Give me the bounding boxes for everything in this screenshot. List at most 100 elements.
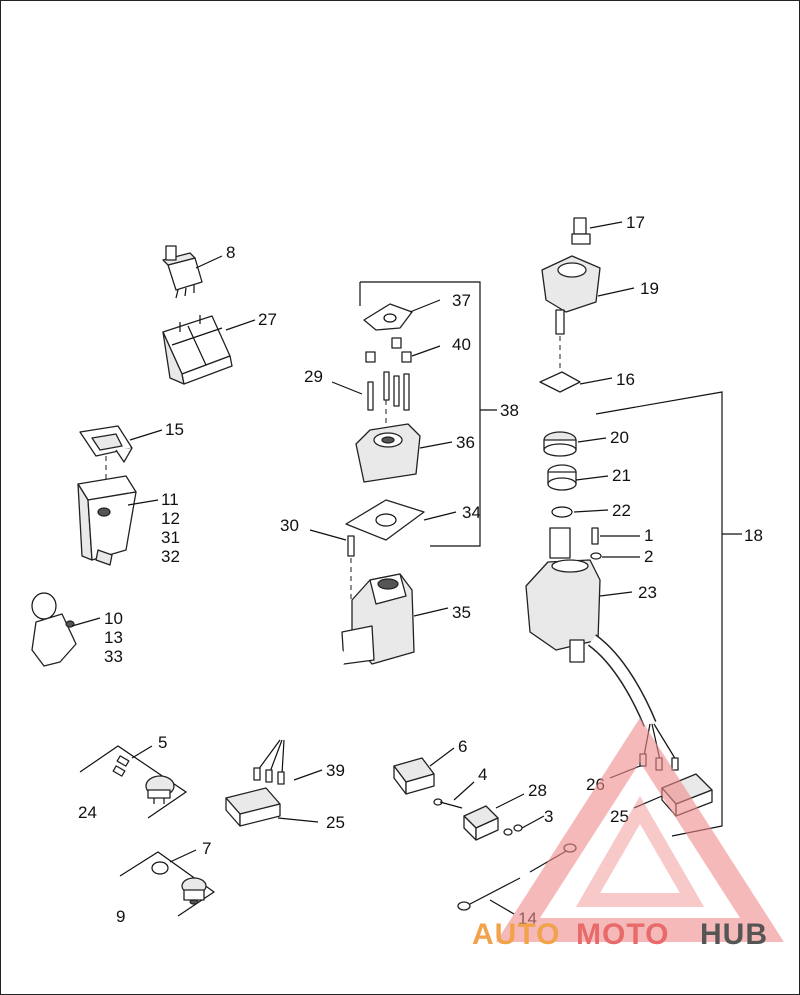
part-25-connector-left — [225, 787, 281, 827]
callout-2: 2 — [644, 547, 653, 566]
leader-14 — [489, 899, 515, 915]
callout-13: 13 — [104, 628, 123, 647]
leader-5 — [131, 745, 153, 759]
leader-19 — [597, 287, 635, 297]
callout-36: 36 — [456, 433, 475, 452]
part-10-key-fob — [31, 592, 77, 667]
leader-30 — [309, 529, 347, 541]
part-6-cover — [393, 757, 435, 795]
callout-1: 1 — [644, 526, 653, 545]
callout-28: 28 — [528, 781, 547, 800]
callout-20: 20 — [610, 428, 629, 447]
callout-3: 3 — [544, 807, 553, 826]
callout-38: 38 — [500, 401, 519, 420]
part-39-harness — [253, 650, 350, 785]
leader-37 — [409, 299, 441, 313]
part-21-ring — [547, 464, 577, 491]
leader-25a — [277, 817, 319, 823]
leader-34 — [423, 511, 457, 521]
part-34-plate — [345, 499, 425, 541]
callout-11: 11 — [161, 490, 179, 509]
part-2-washer — [590, 552, 602, 560]
callout-31: 31 — [161, 528, 180, 547]
leader-4 — [453, 781, 475, 801]
leader-7 — [169, 849, 197, 863]
watermark-text-hub: HUB — [700, 918, 768, 951]
part-1-screw — [591, 527, 599, 545]
leader-27 — [225, 319, 256, 331]
callout-4: 4 — [478, 765, 487, 784]
leader-40 — [411, 345, 441, 357]
bracket-38 — [360, 281, 481, 547]
leader-15 — [129, 429, 163, 441]
callout-27: 27 — [258, 310, 277, 329]
watermark-text-auto: AUTO — [472, 918, 560, 951]
part-8-relay — [162, 245, 203, 299]
callout-24: 24 — [78, 803, 97, 822]
callout-22: 22 — [612, 501, 631, 520]
leader-39 — [293, 769, 323, 781]
leader-22 — [573, 509, 609, 513]
leader-6 — [429, 747, 455, 767]
callout-25b: 25 — [610, 807, 629, 826]
part-9-group — [119, 851, 216, 917]
callout-5: 5 — [158, 733, 167, 752]
leader-25b — [633, 795, 663, 809]
callout-18: 18 — [744, 526, 763, 545]
callout-6: 6 — [458, 737, 467, 756]
watermark-text-moto: MOTO — [576, 918, 669, 951]
leader-23 — [599, 591, 633, 597]
part-16-plate — [539, 371, 581, 393]
part-3-screws — [503, 824, 523, 836]
callout-25a: 25 — [326, 813, 345, 832]
part-30-screw — [347, 535, 355, 557]
part-22-washer — [551, 506, 573, 518]
callout-19: 19 — [640, 279, 659, 298]
part-29-screws — [367, 371, 410, 411]
leader-35 — [413, 607, 449, 617]
callout-40: 40 — [452, 335, 471, 354]
callout-32: 32 — [161, 547, 180, 566]
part-4-pin — [433, 798, 463, 809]
part-23-switch — [525, 527, 601, 663]
callout-29: 29 — [304, 367, 323, 386]
part-36-cap — [355, 423, 421, 483]
part-35-switch-housing — [341, 573, 415, 665]
callout-23: 23 — [638, 583, 657, 602]
leader-20 — [577, 437, 607, 443]
leader-8 — [195, 255, 223, 269]
watermark-logo — [496, 717, 784, 942]
leader-11 — [127, 499, 159, 506]
leader-3 — [521, 815, 545, 829]
callout-37: 37 — [452, 291, 471, 310]
leader-16 — [579, 377, 613, 385]
leader-17 — [589, 221, 623, 229]
callout-16: 16 — [616, 370, 635, 389]
part-24-group — [79, 745, 188, 819]
callout-8: 8 — [226, 243, 235, 262]
leader-21 — [575, 475, 609, 481]
callout-12: 12 — [161, 509, 180, 528]
part-27-bracket — [162, 315, 233, 385]
part-40-caps — [365, 337, 412, 363]
part-11-module — [77, 475, 137, 566]
part-28-breaker — [463, 805, 499, 841]
part-20-ring — [543, 431, 577, 457]
leader-29 — [331, 381, 363, 395]
callout-15: 15 — [165, 420, 184, 439]
leader-10 — [71, 617, 101, 627]
callout-17: 17 — [626, 213, 645, 232]
leader-36 — [419, 441, 453, 449]
callout-33: 33 — [104, 647, 123, 666]
callout-35: 35 — [452, 603, 471, 622]
callout-39: 39 — [326, 761, 345, 780]
callout-7: 7 — [202, 839, 211, 858]
callout-21: 21 — [612, 466, 631, 485]
leader-28 — [495, 793, 525, 809]
callout-10: 10 — [104, 609, 123, 628]
callout-34: 34 — [462, 503, 481, 522]
part-19-ignition-cap — [541, 255, 601, 335]
part-17-key — [571, 217, 591, 245]
callout-30: 30 — [280, 516, 299, 535]
